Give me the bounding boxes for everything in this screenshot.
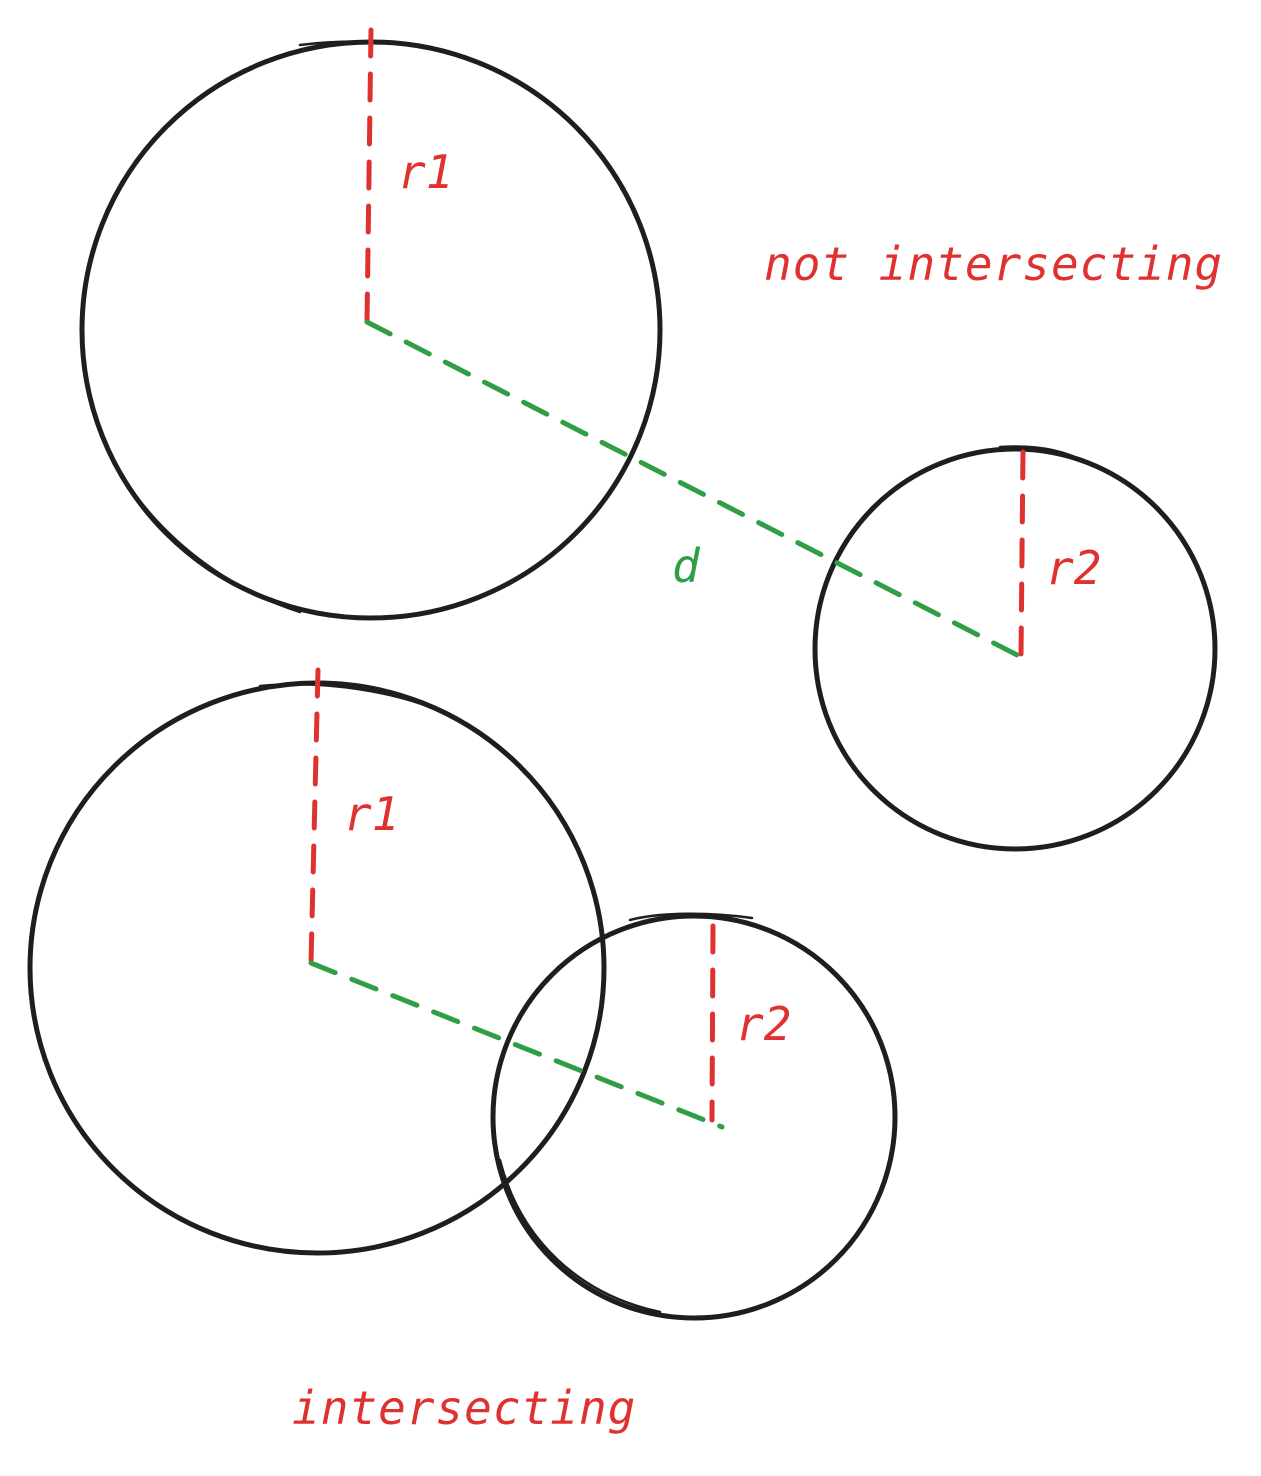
bottom-caption: intersecting — [292, 1381, 636, 1435]
top-r1-label: r1 — [398, 145, 453, 199]
top-circle-2-sketch-stroke — [998, 445, 1087, 464]
bottom-circle-1-sketch-stroke — [258, 683, 457, 720]
bottom-r1-radius-line — [308, 667, 321, 966]
bottom-circle-2-sketch-stroke — [628, 912, 754, 922]
top-distance-label: d — [672, 539, 701, 593]
bottom-distance-line — [308, 960, 725, 1130]
top-circle-1-sketch-stroke — [298, 40, 432, 50]
top-r2-label: r2 — [1046, 541, 1101, 595]
top-r1-radius-line — [364, 27, 374, 325]
top-caption: not intersecting — [764, 237, 1223, 291]
top-group: r1 r2 d not intersecting — [79, 27, 1223, 852]
bottom-r2-label: r2 — [736, 997, 791, 1051]
top-circle-2 — [812, 446, 1218, 852]
top-circle-1-sketch-stroke — [94, 416, 302, 614]
bottom-group: r1 r2 intersecting — [27, 667, 898, 1435]
top-r2-radius-line — [1018, 449, 1026, 660]
bottom-circle-2 — [490, 913, 898, 1321]
bottom-r1-label: r1 — [344, 787, 399, 841]
bottom-r2-radius-line — [709, 923, 716, 1123]
top-distance-line — [364, 319, 1024, 660]
bottom-circle-2-sketch-stroke — [498, 1158, 662, 1314]
